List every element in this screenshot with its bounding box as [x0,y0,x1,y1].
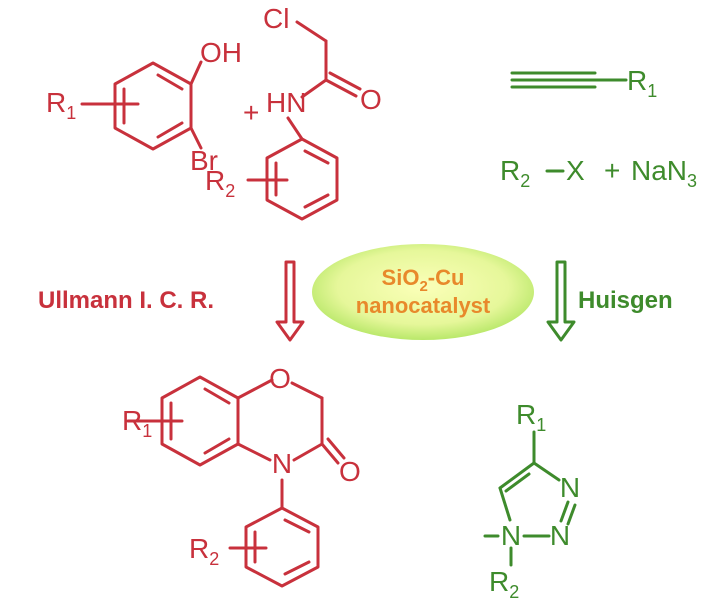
triazole-n3-label: N [560,472,580,503]
alkyne-r1-label: R1 [627,65,657,101]
co-nh-bond [300,78,328,99]
amide-o-label: O [360,84,382,115]
halide-r2-label: R2 [500,155,530,191]
ullmann-condition-label: Ullmann I. C. R. [38,287,214,314]
catalyst-badge: SiO2-Cu nanocatalyst [312,244,534,340]
halide-x-label: X [566,155,585,186]
n-aryl-bond [286,116,304,141]
carbonyl-bond-2 [328,71,362,91]
product-benzoxazinone: O N O R1 R2 [122,363,361,588]
carbonyl-bond-1 [324,78,358,98]
co-n-ring-bond [292,442,324,462]
triazole-n1-label: N [501,520,521,551]
n3-n2-bond [559,500,570,523]
o-ch2-bond [290,381,324,400]
br-bond [189,126,203,150]
plus-sign-green: + [604,155,620,186]
cl-label: Cl [263,3,289,34]
n-phenyl-ring [244,506,320,588]
br-label: Br [190,145,218,176]
ring-carbonyl-bond-1 [320,442,340,465]
reactant-chloroacetanilide: + Cl HN O R2 [205,3,382,221]
oh-label: OH [200,37,242,68]
ring-carbonyl-o-label: O [339,456,361,487]
triazole-n2-label: N [550,520,570,551]
sodium-azide-label: NaN3 [631,155,697,191]
triazole-r2-label: R2 [489,566,519,600]
product-r1-label: R1 [122,405,152,441]
catalyst-ellipse [312,244,534,340]
plus-sign-red: + [243,97,259,128]
ullmann-arrow [275,260,305,342]
aryl-o-bond [236,378,274,400]
c4-c5-double [504,472,531,493]
ring-carbonyl-bond-2 [326,437,346,460]
aniline-r2-label: R2 [205,165,235,201]
oh-bond [189,60,203,86]
aniline-ring [265,137,339,221]
c4-n3-bond [532,461,561,482]
phenol-ring [113,61,193,151]
triazole-r1-label: R1 [516,399,546,435]
reactant-bromophenol: OH Br R1 [46,37,242,176]
huisgen-condition-label: Huisgen [578,287,673,314]
c4-c5-bond [498,461,536,490]
phenol-r1-label: R1 [46,87,76,123]
ring-n-label: N [272,448,292,479]
ring-o-label: O [269,363,291,394]
aryl-n-bond [236,442,272,462]
c5-n1-bond [498,486,512,522]
catalyst-line-1: SiO2-Cu [382,265,465,295]
cl-ch2-bond [295,20,328,43]
n3-n2-double [566,503,577,526]
product-triazole: R1 N N N R2 [483,399,580,600]
catalyst-line-2: nanocatalyst [356,293,491,318]
reactant-halide-azide: R2 X + NaN3 [500,155,697,191]
product-r2-label: R2 [189,533,219,569]
huisgen-arrow [546,260,576,342]
reactant-alkyne: R1 [510,65,657,101]
hn-label: HN [266,87,306,118]
